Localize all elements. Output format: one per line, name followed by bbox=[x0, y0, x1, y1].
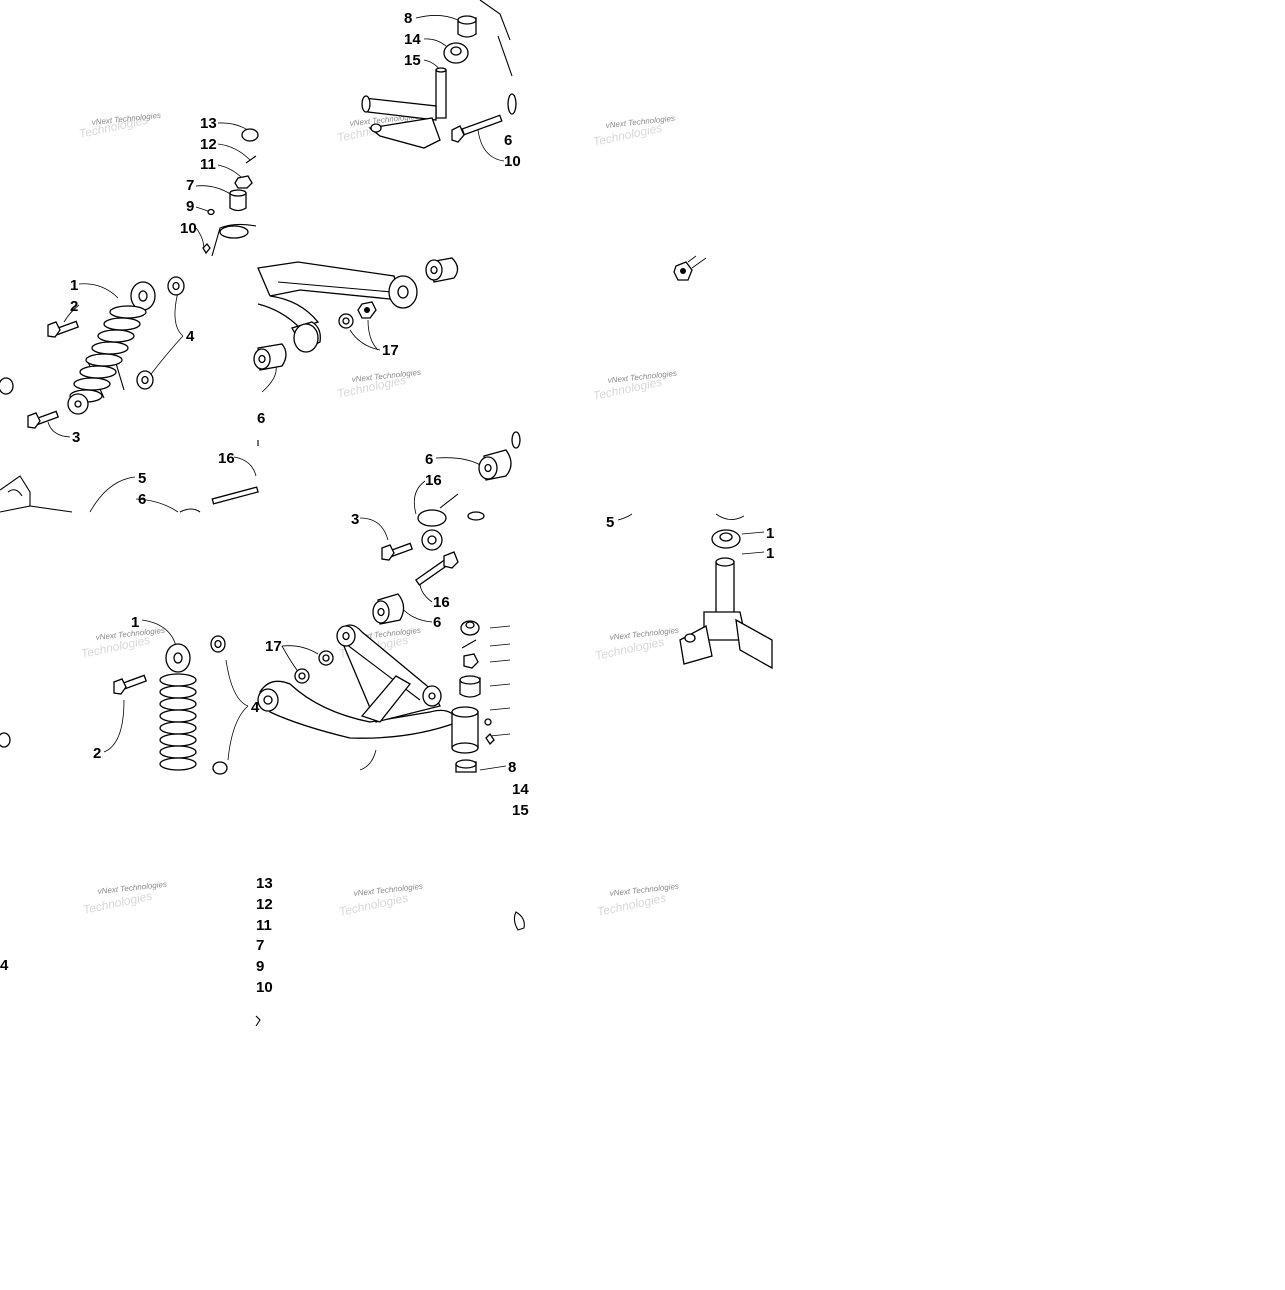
callout-label: 2 bbox=[93, 745, 101, 762]
diagram-tile-5: Technologies vNext Technologies 5 1 1 bbox=[594, 513, 774, 670]
callout-label: 9 bbox=[256, 958, 264, 975]
flange-bolt bbox=[414, 551, 459, 586]
callout-label: 3 bbox=[351, 511, 359, 528]
callout-label: 17 bbox=[382, 342, 399, 359]
callout-label: 14 bbox=[404, 31, 421, 48]
diagram-tile-4: Technologies vNext Technologies 6 16 3 1… bbox=[257, 431, 529, 931]
bearing bbox=[443, 42, 469, 64]
callout-label: 1 bbox=[766, 525, 774, 542]
watermark: Technologies vNext Technologies bbox=[82, 880, 168, 917]
bushing bbox=[455, 759, 477, 773]
callout-label: 15 bbox=[404, 52, 421, 69]
flange-nut bbox=[241, 128, 259, 142]
callout-label: 6 bbox=[425, 451, 433, 468]
flange-nut bbox=[460, 620, 480, 636]
callout-label: 8 bbox=[508, 759, 516, 776]
callout-label: 8 bbox=[404, 10, 412, 27]
steering-knuckle bbox=[679, 557, 773, 670]
a-arm bbox=[257, 261, 418, 353]
callout-label: 12 bbox=[200, 136, 217, 153]
callout-label: 1 bbox=[766, 545, 774, 562]
bushing bbox=[425, 257, 459, 283]
callout-label: 1 bbox=[70, 277, 78, 294]
watermark: Technologies vNext Technologies Technolo… bbox=[336, 112, 422, 401]
diagram-tile-3: Technologies vNext Technologies Technolo… bbox=[592, 114, 707, 403]
callout-label: 14 bbox=[512, 781, 529, 798]
callout-label: 17 bbox=[265, 638, 282, 655]
flange-bolt bbox=[47, 320, 80, 338]
callout-label: 10 bbox=[504, 153, 521, 170]
callout-label: 7 bbox=[186, 177, 194, 194]
callout-label: 11 bbox=[200, 156, 216, 173]
ball-joint bbox=[417, 493, 485, 551]
flange-bolt bbox=[113, 674, 148, 695]
callout-label: 2 bbox=[70, 298, 78, 315]
diagram-tile-6: Technologies vNext Technologies 1 2 4 bbox=[0, 614, 260, 775]
bushing bbox=[253, 343, 287, 371]
callout-label: 3 bbox=[72, 429, 80, 446]
callout-label: 6 bbox=[433, 614, 441, 631]
bearing bbox=[711, 529, 741, 549]
callout-label: 5 bbox=[138, 470, 146, 487]
callout-label: 9 bbox=[186, 198, 194, 215]
callout-label: 12 bbox=[256, 896, 273, 913]
watermark: Technologies vNext Technologies bbox=[338, 882, 424, 919]
diagram-tile-9: Technologies vNext Technologies bbox=[596, 882, 680, 919]
diagram-tile-8: Technologies vNext Technologies 4 bbox=[0, 880, 167, 974]
callout-label: 13 bbox=[256, 875, 273, 892]
watermark: Technologies vNext Technologies bbox=[78, 111, 162, 141]
callout-label: 15 bbox=[512, 802, 529, 819]
callout-label: 4 bbox=[0, 957, 9, 974]
diagram-tile-7: Technologies vNext Technologies 13 12 11… bbox=[255, 875, 424, 1027]
watermark: Technologies vNext Technologies bbox=[596, 882, 680, 919]
callout-label: 10 bbox=[180, 220, 197, 237]
flange-bolt bbox=[27, 410, 60, 429]
callout-label: 10 bbox=[256, 979, 273, 996]
flange-bolt bbox=[381, 542, 414, 561]
callout-label: 6 bbox=[257, 410, 265, 427]
callout-label: 16 bbox=[218, 450, 235, 467]
diagram-tile-1: Technologies vNext Technologies 13 12 11… bbox=[0, 111, 259, 513]
callout-label: 4 bbox=[186, 328, 195, 345]
callout-label: 7 bbox=[256, 937, 264, 954]
bushing bbox=[229, 189, 247, 212]
coil-spring-shock bbox=[159, 643, 197, 771]
a-arm bbox=[257, 624, 479, 754]
watermark: Technologies vNext Technologies bbox=[80, 626, 166, 661]
bushing bbox=[459, 675, 481, 698]
callout-label: 16 bbox=[425, 472, 442, 489]
callout-label: 5 bbox=[606, 514, 614, 531]
watermark: Technologies vNext Technologies Technolo… bbox=[592, 114, 678, 403]
shock-absorber bbox=[67, 281, 156, 415]
steering-knuckle bbox=[361, 67, 447, 149]
diagram-tile-2: Technologies vNext Technologies Technolo… bbox=[253, 0, 521, 446]
callout-label: 1 bbox=[131, 614, 139, 631]
callout-label: 4 bbox=[251, 699, 260, 716]
watermark: Technologies vNext Technologies bbox=[594, 626, 680, 663]
callout-label: 13 bbox=[200, 115, 217, 132]
callout-label: 11 bbox=[256, 917, 272, 934]
castle-nut bbox=[234, 175, 253, 189]
bushing bbox=[457, 15, 477, 38]
bushing bbox=[372, 593, 405, 625]
bushing bbox=[478, 449, 512, 481]
callout-label: 16 bbox=[433, 594, 450, 611]
callout-label: 6 bbox=[504, 132, 512, 149]
flange-bolt bbox=[451, 114, 503, 143]
